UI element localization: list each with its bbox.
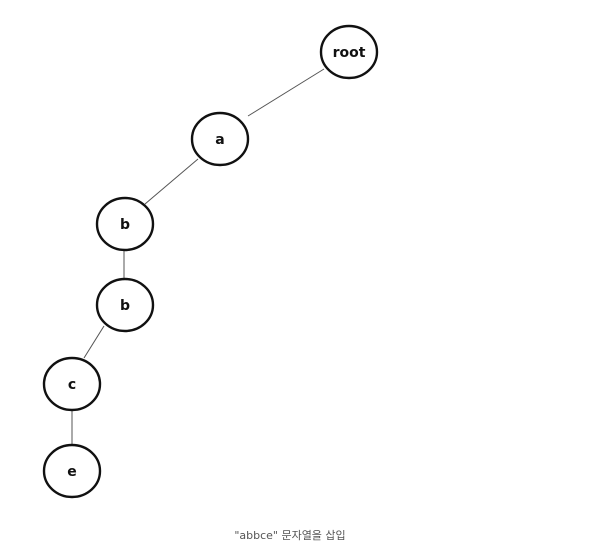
node-e: e xyxy=(42,443,102,499)
node-c-label: c xyxy=(68,377,76,393)
node-root: root xyxy=(319,24,379,80)
edge-root-a xyxy=(247,68,325,117)
node-root-label: root xyxy=(333,45,366,61)
edge-a-b xyxy=(144,158,199,205)
edge-b-c xyxy=(83,325,105,359)
node-e-label: e xyxy=(67,464,77,480)
trie-diagram: root a b b c e xyxy=(42,24,379,499)
node-b-2-label: b xyxy=(120,298,130,314)
node-a-label: a xyxy=(215,132,224,148)
node-b-1-label: b xyxy=(120,217,130,233)
node-b-1: b xyxy=(95,196,155,252)
node-a: a xyxy=(190,111,250,167)
figure-caption: "abbce" 문자열을 삽입 xyxy=(234,529,346,542)
node-c: c xyxy=(42,356,102,412)
node-b-2: b xyxy=(95,277,155,333)
